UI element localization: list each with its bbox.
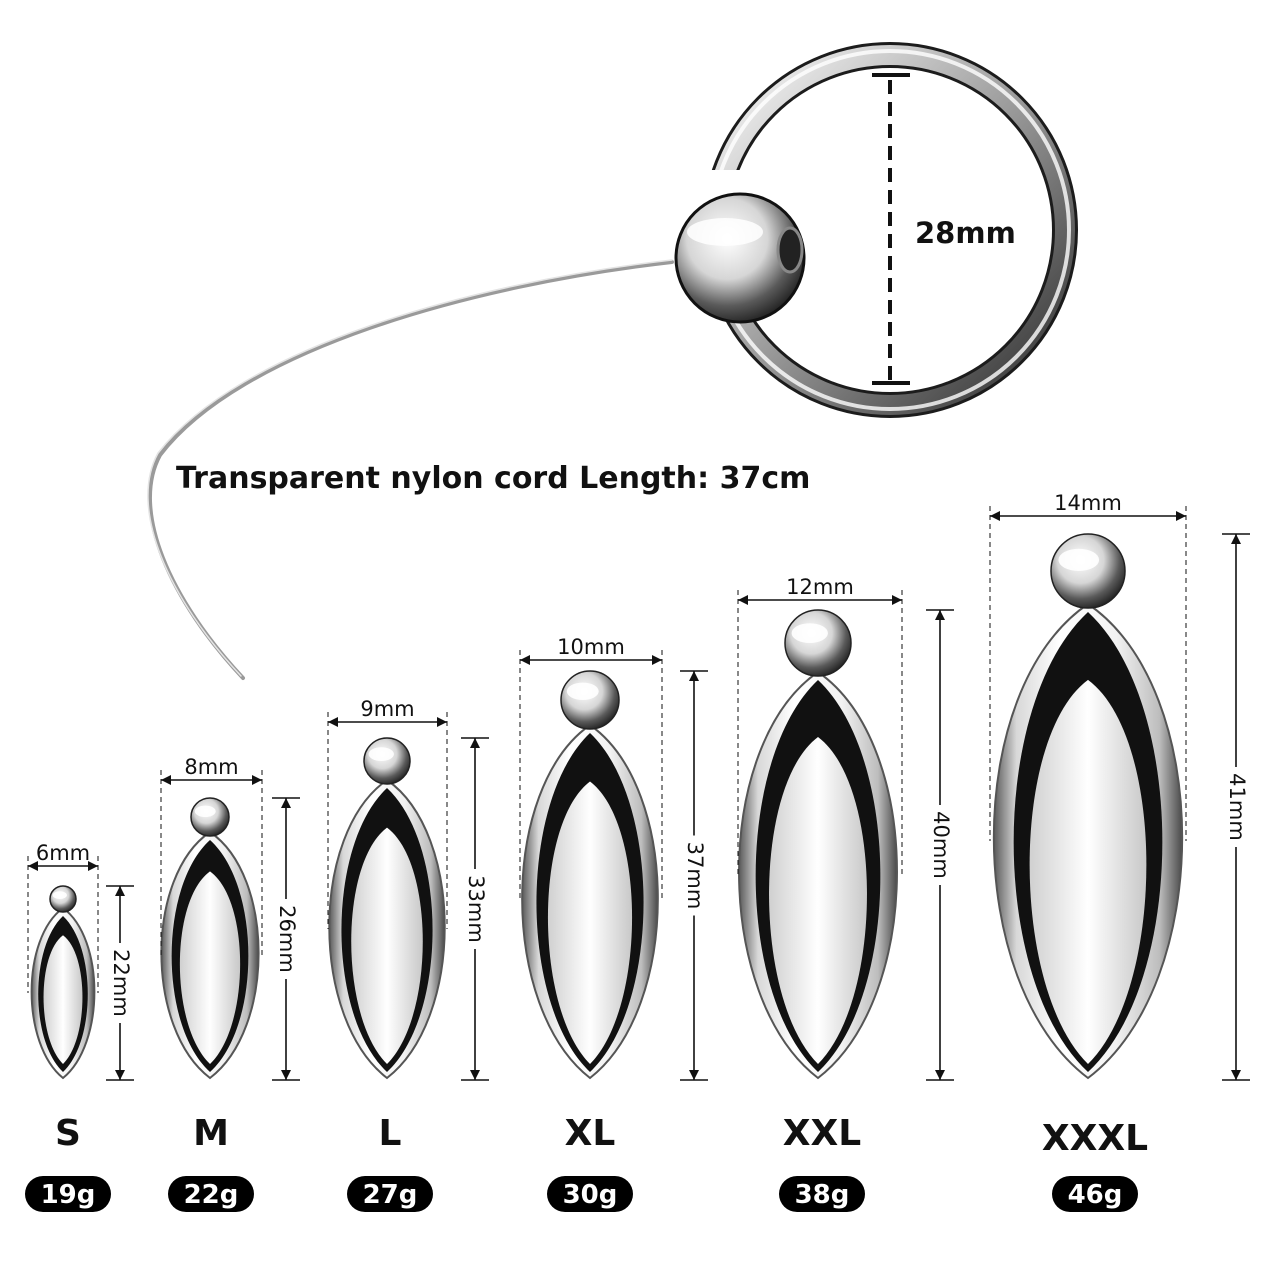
weight-body-highlight bbox=[351, 827, 423, 1064]
size-label: XXXL bbox=[1042, 1118, 1148, 1159]
weight-label: 38g bbox=[795, 1180, 850, 1210]
weight-label: 22g bbox=[184, 1180, 239, 1210]
width-label: 9mm bbox=[360, 697, 414, 721]
weight-body-highlight bbox=[43, 935, 83, 1064]
weight-ball bbox=[560, 670, 620, 730]
size-label: L bbox=[379, 1113, 402, 1154]
weight-ball bbox=[190, 797, 230, 837]
weight-body-highlight bbox=[1029, 679, 1147, 1064]
height-label: 37mm bbox=[683, 842, 707, 910]
height-dimension: 26mm bbox=[272, 797, 300, 1081]
weight-ball bbox=[363, 737, 411, 785]
weight-badge bbox=[168, 1176, 254, 1212]
weight-ball-shine bbox=[791, 623, 828, 643]
weight-ball-shine bbox=[52, 891, 67, 899]
ring-illustration bbox=[674, 42, 1078, 418]
width-dimension: 6mm bbox=[27, 841, 99, 993]
height-label: 26mm bbox=[275, 905, 299, 973]
size-label: XL bbox=[565, 1113, 616, 1154]
weight-badge bbox=[547, 1176, 633, 1212]
size-label: XXL bbox=[783, 1113, 861, 1154]
weight-label: 30g bbox=[563, 1180, 618, 1210]
ring-diameter-dimension: 28mm bbox=[872, 73, 1016, 385]
nylon-cord-highlight bbox=[147, 259, 673, 677]
height-dimension: 22mm bbox=[106, 885, 134, 1081]
weight-ball-shine bbox=[1058, 548, 1100, 572]
width-dimension: 8mm bbox=[160, 755, 263, 955]
weight-ball-shine bbox=[368, 747, 394, 761]
weight-badge bbox=[25, 1176, 111, 1212]
height-dimension: 40mm bbox=[926, 609, 954, 1081]
weight-ball bbox=[1050, 533, 1126, 609]
cord-length-label: Transparent nylon cord Length: 37cm bbox=[176, 461, 810, 496]
weight-body-highlight bbox=[179, 871, 241, 1064]
weight-badge bbox=[347, 1176, 433, 1212]
weight-label: 19g bbox=[41, 1180, 96, 1210]
height-label: 40mm bbox=[929, 811, 953, 879]
height-dimension: 41mm bbox=[1222, 533, 1250, 1081]
width-dimension: 12mm bbox=[737, 575, 903, 875]
size-label: M bbox=[193, 1113, 229, 1154]
weight-ball-shine bbox=[194, 805, 216, 817]
height-label: 22mm bbox=[109, 949, 133, 1017]
weight-ball-shine bbox=[566, 682, 599, 700]
weight-badge bbox=[779, 1176, 865, 1212]
nylon-cord bbox=[147, 260, 674, 680]
height-dimension: 37mm bbox=[680, 670, 708, 1081]
weight-body-highlight bbox=[547, 781, 633, 1064]
weight-body-highlight bbox=[769, 736, 867, 1064]
width-label: 14mm bbox=[1054, 491, 1122, 515]
weight-ball bbox=[49, 885, 77, 913]
height-label: 41mm bbox=[1225, 773, 1249, 841]
weight-badge bbox=[1052, 1176, 1138, 1212]
weight-label: 46g bbox=[1068, 1180, 1123, 1210]
width-label: 8mm bbox=[184, 755, 238, 779]
weight-ball bbox=[784, 609, 852, 677]
height-dimension: 33mm bbox=[461, 737, 489, 1081]
width-label: 6mm bbox=[36, 841, 90, 865]
weight-label: 27g bbox=[363, 1180, 418, 1210]
width-dimension: 9mm bbox=[327, 697, 448, 929]
ring-diameter-label: 28mm bbox=[915, 216, 1016, 250]
width-label: 12mm bbox=[786, 575, 854, 599]
size-label: S bbox=[55, 1113, 81, 1154]
width-label: 10mm bbox=[557, 635, 625, 659]
height-label: 33mm bbox=[464, 875, 488, 943]
width-dimension: 10mm bbox=[519, 635, 663, 902]
width-dimension: 14mm bbox=[989, 491, 1187, 841]
